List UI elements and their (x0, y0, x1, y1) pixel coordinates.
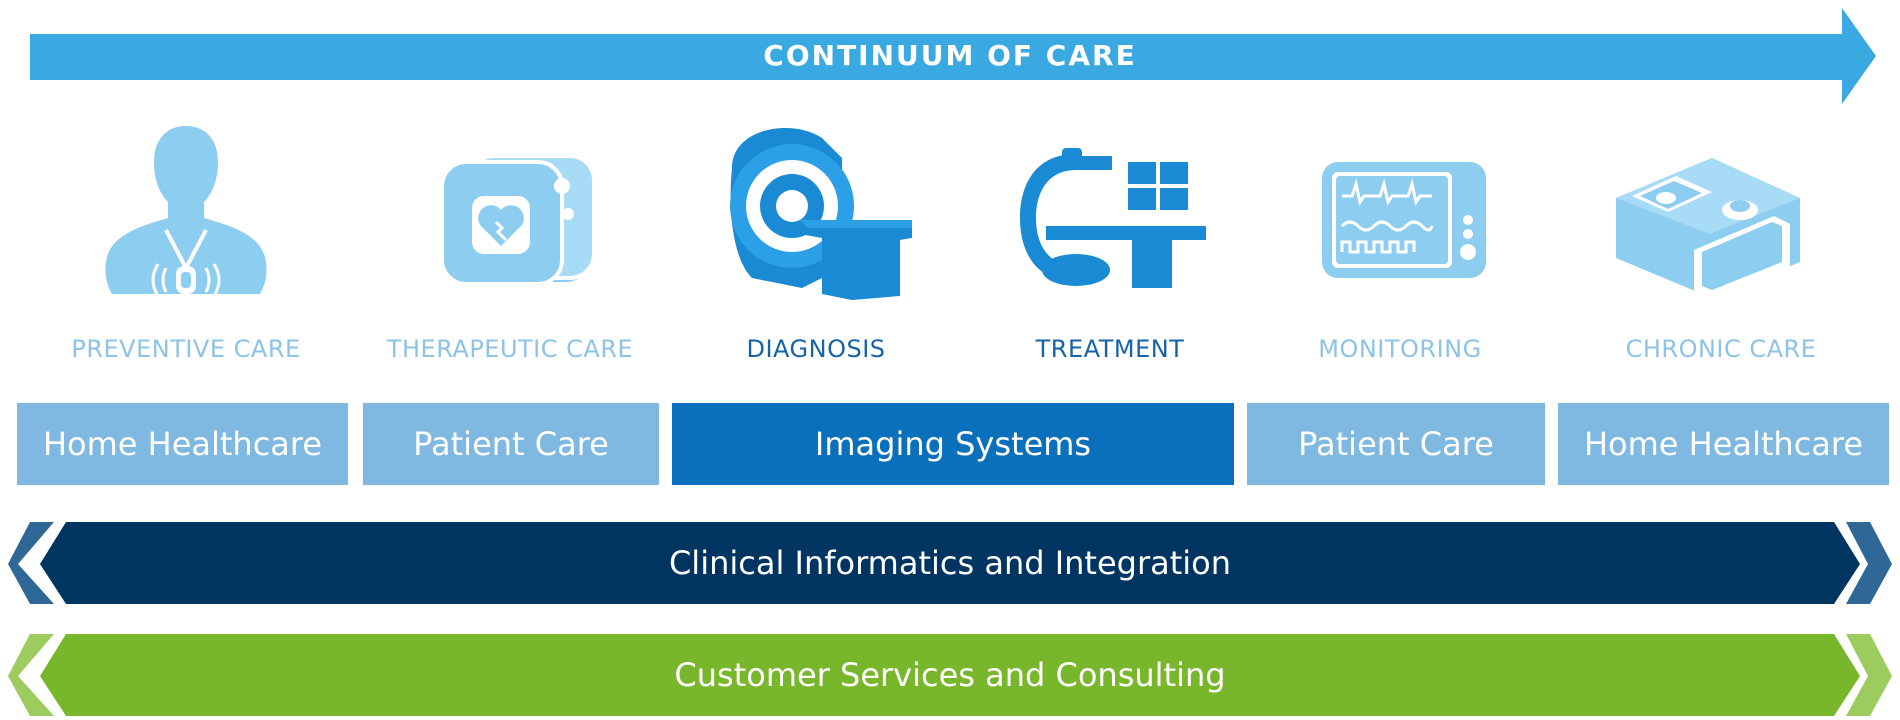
stage-diagnosis: DIAGNOSIS (746, 335, 886, 363)
c-arm-xray-icon (1006, 118, 1206, 308)
segment-imaging-systems: Imaging Systems (672, 403, 1234, 485)
cpap-device-icon (1604, 118, 1804, 308)
informatics-banner-label: Clinical Informatics and Integration (668, 544, 1232, 582)
segment-patient-care-right: Patient Care (1247, 403, 1545, 485)
services-banner-label: Customer Services and Consulting (674, 656, 1226, 694)
continuum-arrow (30, 8, 1876, 104)
segment-home-healthcare-left: Home Healthcare (17, 403, 348, 485)
informatics-banner (8, 522, 1892, 604)
patient-monitor-icon (1302, 118, 1502, 308)
services-banner (8, 634, 1892, 716)
stage-chronic-care: CHRONIC CARE (1625, 335, 1817, 363)
defibrillator-icon (412, 118, 612, 308)
stage-treatment: TREATMENT (1035, 335, 1185, 363)
mri-scanner-icon (712, 118, 912, 308)
segment-home-healthcare-right: Home Healthcare (1558, 403, 1889, 485)
stage-monitoring: MONITORING (1318, 335, 1482, 363)
continuum-title: CONTINUUM OF CARE (763, 39, 1137, 72)
person-pendant-icon (86, 118, 286, 308)
stage-preventive-care: PREVENTIVE CARE (71, 335, 301, 363)
stage-therapeutic-care: THERAPEUTIC CARE (386, 335, 634, 363)
segment-patient-care-left: Patient Care (363, 403, 659, 485)
